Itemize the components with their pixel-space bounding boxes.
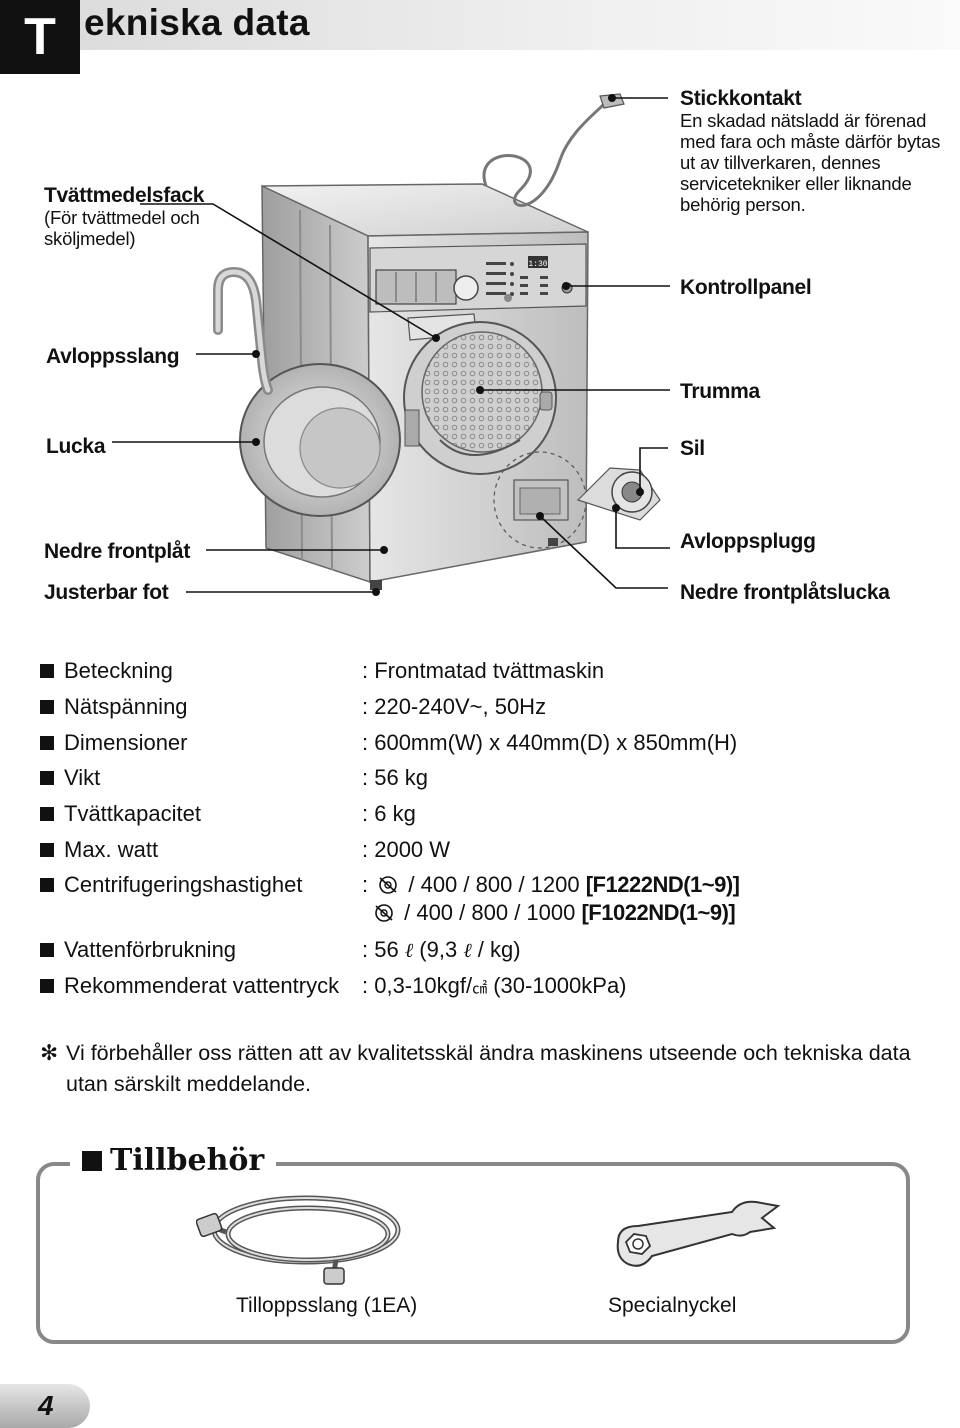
spec-row: Max. watt : 2000 W [40,836,450,864]
no-spin-icon [375,904,393,922]
spec-row: Nätspänning : 220-240V~, 50Hz [40,693,546,721]
header-bar [0,0,960,50]
bullet-icon [40,700,54,714]
label-detergent-drawer: Tvättmedelsfack [44,184,205,207]
label-door: Lucka [46,435,106,458]
label-adjustable-foot: Justerbar fot [44,581,169,604]
spec-row: Dimensioner : 600mm(W) x 440mm(D) x 850m… [40,729,737,757]
spec-row: Centrifugeringshastighet : / 400 / 800 /… [40,871,940,931]
spec-value: : 56 ℓ (9,3 ℓ / kg) [362,936,521,964]
page-number: 4 [38,1390,54,1421]
display-readout: 1:30 [528,260,547,269]
header-initial: T [0,0,80,74]
label-detergent-drawer-sub2: sköljmedel) [44,228,136,249]
spec-row: Tvättkapacitet : 6 kg [40,800,416,828]
asterisk-icon: ✻ [40,1041,59,1065]
spec-label: Max. watt [64,837,159,862]
spec-value: : 2000 W [362,837,451,862]
pressure-unit: ㎠ [472,980,488,997]
bullet-icon [40,807,54,821]
model-number-2: [F1022ND(1~9)] [581,900,736,925]
label-lower-front-cover: Nedre frontplåtslucka [680,581,890,604]
label-control-panel: Kontrollpanel [680,276,812,299]
bullet-icon [40,736,54,750]
spin-speeds-1: / 400 / 800 / 1200 [402,872,586,897]
accessory-inlet-hose: Tilloppsslang (1EA) [236,1294,418,1317]
spec-label: Rekommenderat vattentryck [64,973,340,998]
bullet-icon [40,771,54,785]
spec-value-line2: / 400 / 800 / 1000 [F1022ND(1~9)] [370,899,736,927]
bullet-icon [40,979,54,993]
spec-label: Tvättkapacitet [64,801,201,826]
pressure-value: : 0,3-10kgf/ [362,973,473,998]
water-mid: (9,3 [413,937,464,962]
program-dial [453,275,479,301]
label-power-plug-line5: behörig person. [680,194,806,215]
spec-label: Nätspänning [64,694,188,719]
spec-value: : 0,3-10kgf/㎠ (30-1000kPa) [362,972,627,1003]
label-drain-plug: Avloppsplugg [680,530,816,553]
spec-value: : 56 kg [362,765,429,790]
label-power-plug-line3: ut av tillverkaren, dennes [680,152,881,173]
spec-row: Vattenförbrukning : 56 ℓ (9,3 ℓ / kg) [40,936,521,964]
bullet-icon [40,664,54,678]
display-screen [528,256,548,268]
label-lower-front-panel: Nedre frontplåt [44,540,191,563]
adjustable-foot [370,580,382,590]
spec-value: : 220-240V~, 50Hz [362,694,547,719]
label-filter: Sil [680,437,705,460]
spec-value: : 600mm(W) x 440mm(D) x 850mm(H) [362,730,738,755]
spin-speeds-2: / 400 / 800 / 1000 [398,900,582,925]
label-drum: Trumma [680,380,760,403]
water-end: / kg) [471,937,521,962]
accessories-box [36,1162,910,1344]
label-detergent-drawer-sub1: (För tvättmedel och [44,207,200,228]
label-drain-hose: Avloppsslang [46,345,180,368]
label-power-plug-line1: En skadad nätsladd är förenad [680,110,927,131]
spec-value: : / 400 / 800 / 1200 [F1222ND(1~9)] [362,871,740,899]
spec-value: : Frontmatad tvättmaskin [362,658,605,683]
model-number-1: [F1222ND(1~9)] [585,872,740,897]
label-power-plug-line4: servicetekniker eller liknande [680,173,912,194]
spec-label: Dimensioner [64,730,188,755]
accessory-special-key: Specialnyckel [608,1294,737,1317]
inlet-hose-image [196,1195,401,1285]
washing-machine-illustration: 1:30 [112,93,670,596]
page-number-badge [0,1384,90,1428]
label-power-plug: Stickkontakt [680,87,802,110]
spec-label: Beteckning [64,658,173,683]
water-value: : 56 [362,937,399,962]
note-text: Vi förbehåller oss rätten att av kvalite… [66,1041,911,1096]
spec-row: Rekommenderat vattentryck : 0,3-10kgf/㎠ … [40,972,627,1000]
spec-value: : 6 kg [362,801,416,826]
spec-row: Beteckning : Frontmatad tvättmaskin [40,657,604,685]
litre-icon: ℓ [463,938,472,962]
bullet-icon [82,1151,102,1171]
spec-row: Vikt : 56 kg [40,764,428,792]
special-wrench-image [616,1200,781,1267]
spec-label: Vattenförbrukning [64,937,237,962]
spec-label: Centrifugeringshastighet [64,872,303,897]
bullet-icon [40,878,54,892]
bullet-icon [40,843,54,857]
spec-label: Vikt [64,765,101,790]
bullet-icon [40,943,54,957]
disclaimer-note: ✻ Vi förbehåller oss rätten att av kvali… [40,1038,920,1100]
page-title: ekniska data [84,2,310,43]
label-power-plug-line2: med fara och måste därför bytas [680,131,941,152]
pressure-rest: (30-1000kPa) [487,973,627,998]
spin-colon: : [362,872,369,897]
accessories-title: Tillbehör [70,1142,277,1180]
power-cord [482,97,612,207]
litre-icon: ℓ [404,938,414,962]
no-spin-icon [379,876,398,894]
